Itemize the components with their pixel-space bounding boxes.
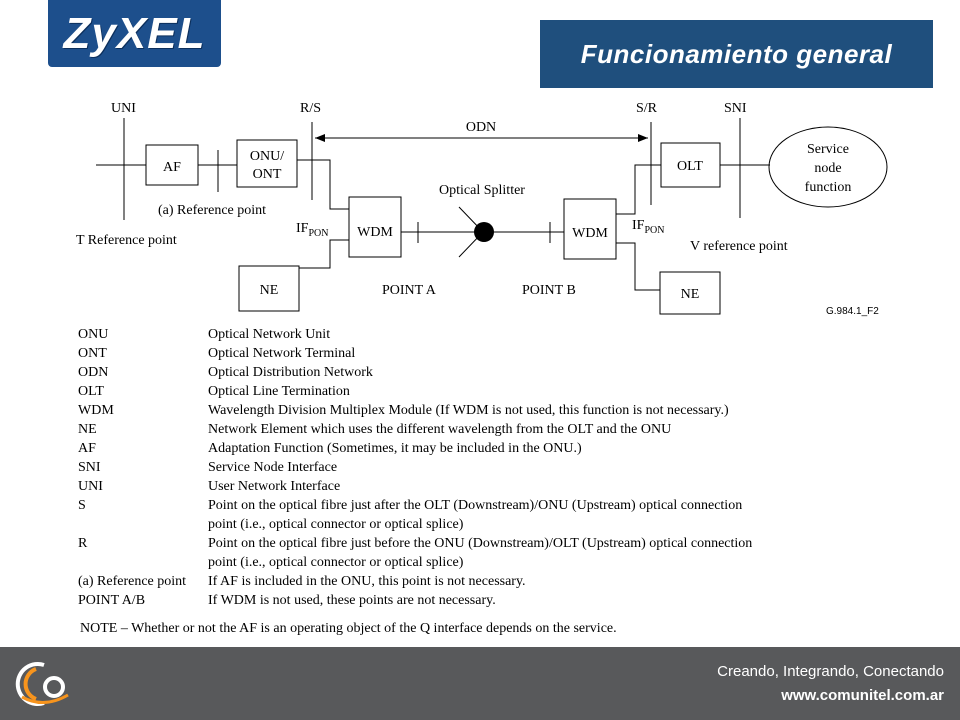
legend-term: AF [78, 441, 96, 456]
legend-definition: If WDM is not used, these points are not… [208, 593, 496, 608]
point-b-label: POINT B [522, 283, 576, 298]
legend-definition: Optical Network Terminal [208, 346, 356, 361]
pon-architecture-diagram: UNI AF ONU/ ONT (a) Reference point T Re… [76, 101, 888, 317]
legend-term: UNI [78, 479, 103, 494]
footer-url[interactable]: www.comunitel.com.ar [781, 687, 944, 704]
legend-term [78, 553, 208, 572]
optical-splitter-label: Optical Splitter [439, 183, 525, 198]
service-label-line2: node [814, 161, 841, 176]
wdm-right-to-olt-line [616, 164, 661, 215]
wdm-left-label: WDM [357, 225, 393, 240]
rs-label: R/S [300, 101, 321, 116]
if-pon-left-label: IFPON [296, 221, 328, 239]
slide-title-box: Funcionamiento general [540, 20, 933, 88]
legend-definition: User Network Interface [208, 479, 341, 494]
legend-term: R [78, 536, 88, 551]
legend-definition: Adaptation Function (Sometimes, it may b… [208, 441, 582, 456]
onu-label-line1: ONU/ [250, 149, 284, 164]
legend-row: ONU Optical Network Unit [78, 325, 858, 344]
legend-term: NE [78, 422, 97, 437]
optical-splitter-node [474, 222, 494, 242]
figure-id: G.984.1_F2 [826, 306, 879, 317]
if-pon-right-label: IFPON [632, 218, 664, 236]
ne-right-label: NE [681, 287, 700, 302]
legend-row: R Point on the optical fibre just before … [78, 534, 858, 553]
wdm-right-to-ne-line [616, 242, 660, 291]
af-label: AF [163, 160, 181, 175]
uni-label: UNI [111, 101, 136, 116]
service-label-line1: Service [807, 142, 849, 157]
wdm-right-label: WDM [572, 226, 608, 241]
footer-bar: Creando, Integrando, Conectando www.comu… [0, 647, 960, 720]
ne-left-label: NE [260, 283, 279, 298]
legend-definition: Optical Line Termination [208, 384, 350, 399]
odn-arrowhead-left [315, 134, 325, 142]
wdm-right-box [563, 198, 617, 260]
legend-row: SNI Service Node Interface [78, 458, 858, 477]
legend-definition: point (i.e., optical connector or optica… [208, 555, 464, 570]
legend-row: point (i.e., optical connector or optica… [78, 515, 858, 534]
legend-definition: Optical Distribution Network [208, 365, 373, 380]
t-ref-label: T Reference point [76, 233, 177, 248]
legend-row: UNI User Network Interface [78, 477, 858, 496]
legend-row: ODN Optical Distribution Network [78, 363, 858, 382]
point-a-label: POINT A [382, 283, 437, 298]
legend-definition: Service Node Interface [208, 460, 338, 475]
wdm-left-to-ne-line [299, 239, 349, 269]
onu-to-wdm-line [297, 159, 349, 210]
note-text: NOTE – Whether or not the AF is an opera… [80, 621, 617, 636]
legend-term: POINT A/B [78, 593, 146, 608]
onu-ont-box [236, 139, 298, 188]
zyxel-logo: ZyXEL [48, 0, 221, 67]
comunitel-logo-icon [15, 662, 69, 706]
ne-right-box [659, 271, 721, 315]
ref-a-label: (a) Reference point [158, 203, 266, 218]
sr-label: S/R [636, 101, 658, 116]
legend-term: ODN [78, 365, 109, 380]
v-ref-label: V reference point [690, 239, 788, 254]
legend-definition: Optical Network Unit [208, 327, 331, 342]
legend-term: (a) Reference point [78, 574, 187, 589]
service-label-line3: function [805, 180, 852, 195]
legend-row: NE Network Element which uses the differe… [78, 420, 858, 439]
legend-row: S Point on the optical fibre just after t… [78, 496, 858, 515]
legend-definition: Point on the optical fibre just after th… [208, 498, 743, 513]
legend-row: POINT A/B If WDM is not used, these point… [78, 591, 858, 610]
olt-label: OLT [677, 159, 703, 174]
legend-term: OLT [78, 384, 104, 399]
ne-left-box [238, 265, 300, 312]
legend-row: AF Adaptation Function (Sometimes, it may… [78, 439, 858, 458]
onu-label-line2: ONT [253, 167, 282, 182]
legend-term: S [78, 498, 86, 513]
wdm-left-box [348, 196, 402, 258]
legend-row: OLT Optical Line Termination [78, 382, 858, 401]
service-node-ellipse [768, 126, 888, 208]
odn-label: ODN [466, 120, 496, 135]
legend-row: WDM Wavelength Division Multiplex Module … [78, 401, 858, 420]
legend-term: WDM [78, 403, 114, 418]
odn-arrowhead-right [638, 134, 648, 142]
legend-definition: point (i.e., optical connector or optica… [208, 517, 464, 532]
legend-definition: If AF is included in the ONU, this point… [208, 574, 526, 589]
legend-row: (a) Reference point If AF is included in … [78, 572, 858, 591]
legend-term: SNI [78, 460, 101, 475]
legend-definition: Network Element which uses the different… [208, 422, 672, 437]
legend-definition: Wavelength Division Multiplex Module (If… [208, 403, 729, 418]
legend-definition: Point on the optical fibre just before t… [208, 536, 753, 551]
slide-title: Funcionamiento general [580, 38, 893, 69]
sni-label: SNI [724, 101, 747, 116]
legend-term: ONT [78, 346, 107, 361]
logo-text: ZyXEL [63, 8, 206, 58]
footer-tagline: Creando, Integrando, Conectando [717, 663, 944, 680]
legend-row: point (i.e., optical connector or optica… [78, 553, 858, 572]
legend-row: ONT Optical Network Terminal [78, 344, 858, 363]
legend-term: ONU [78, 327, 109, 342]
legend-term [78, 515, 208, 534]
